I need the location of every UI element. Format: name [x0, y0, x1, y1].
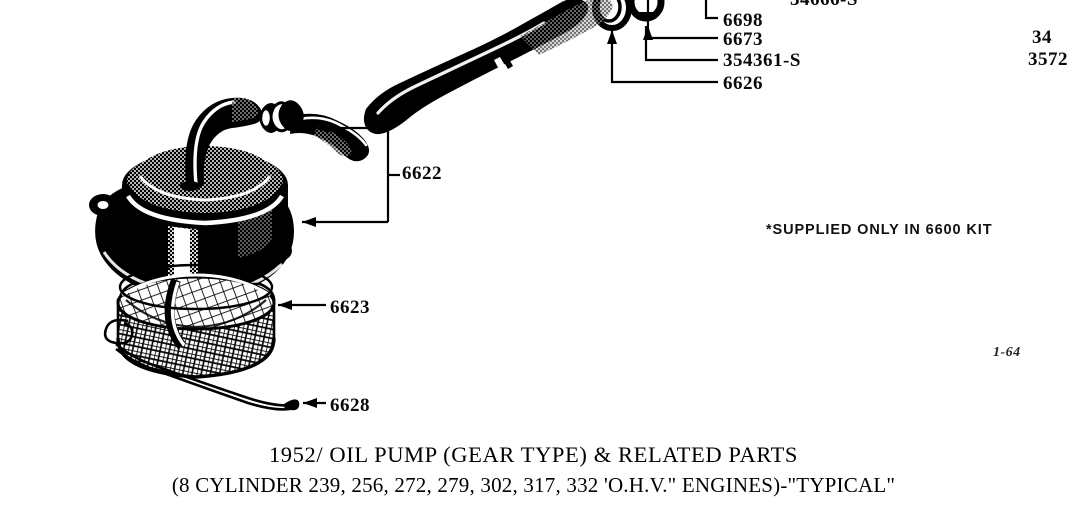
callout-label-6628: 6628 [330, 395, 370, 416]
caption-line-1: 1952/ OIL PUMP (GEAR TYPE) & RELATED PAR… [268, 442, 799, 467]
oil-pump-inlet-tube [363, 0, 613, 135]
edge-label-right-cropped-2: 3572 [1028, 49, 1067, 70]
callout-label-6626: 6626 [723, 73, 763, 94]
caption-line-2: (8 CYLINDER 239, 256, 272, 279, 302, 317… [171, 473, 896, 497]
edge-label-top-cropped: 34666-S [790, 0, 858, 9]
kit-supply-note: *SUPPLIED ONLY IN 6600 KIT [766, 222, 993, 238]
callout-label-6673: 6673 [723, 29, 763, 50]
pump-outlet-tube [180, 97, 263, 191]
inlet-hose-fitting [259, 100, 370, 162]
callout-label-354361-s: 354361-S [723, 50, 801, 71]
leader-arrowheads [278, 26, 653, 408]
oil-pump-body [89, 146, 294, 298]
callout-label-6622: 6622 [402, 163, 442, 184]
lock-washer-part [627, 0, 665, 22]
callout-label-6623: 6623 [330, 297, 370, 318]
screen-retainer-wire [103, 318, 300, 411]
edge-label-right-cropped-1: 34 [1032, 27, 1052, 48]
callout-label-6698: 6698 [723, 10, 763, 31]
date-code: 1-64 [993, 345, 1021, 360]
figure-caption: 1952/ OIL PUMP (GEAR TYPE) & RELATED PAR… [0, 442, 1067, 498]
leader-lines [278, 0, 718, 405]
